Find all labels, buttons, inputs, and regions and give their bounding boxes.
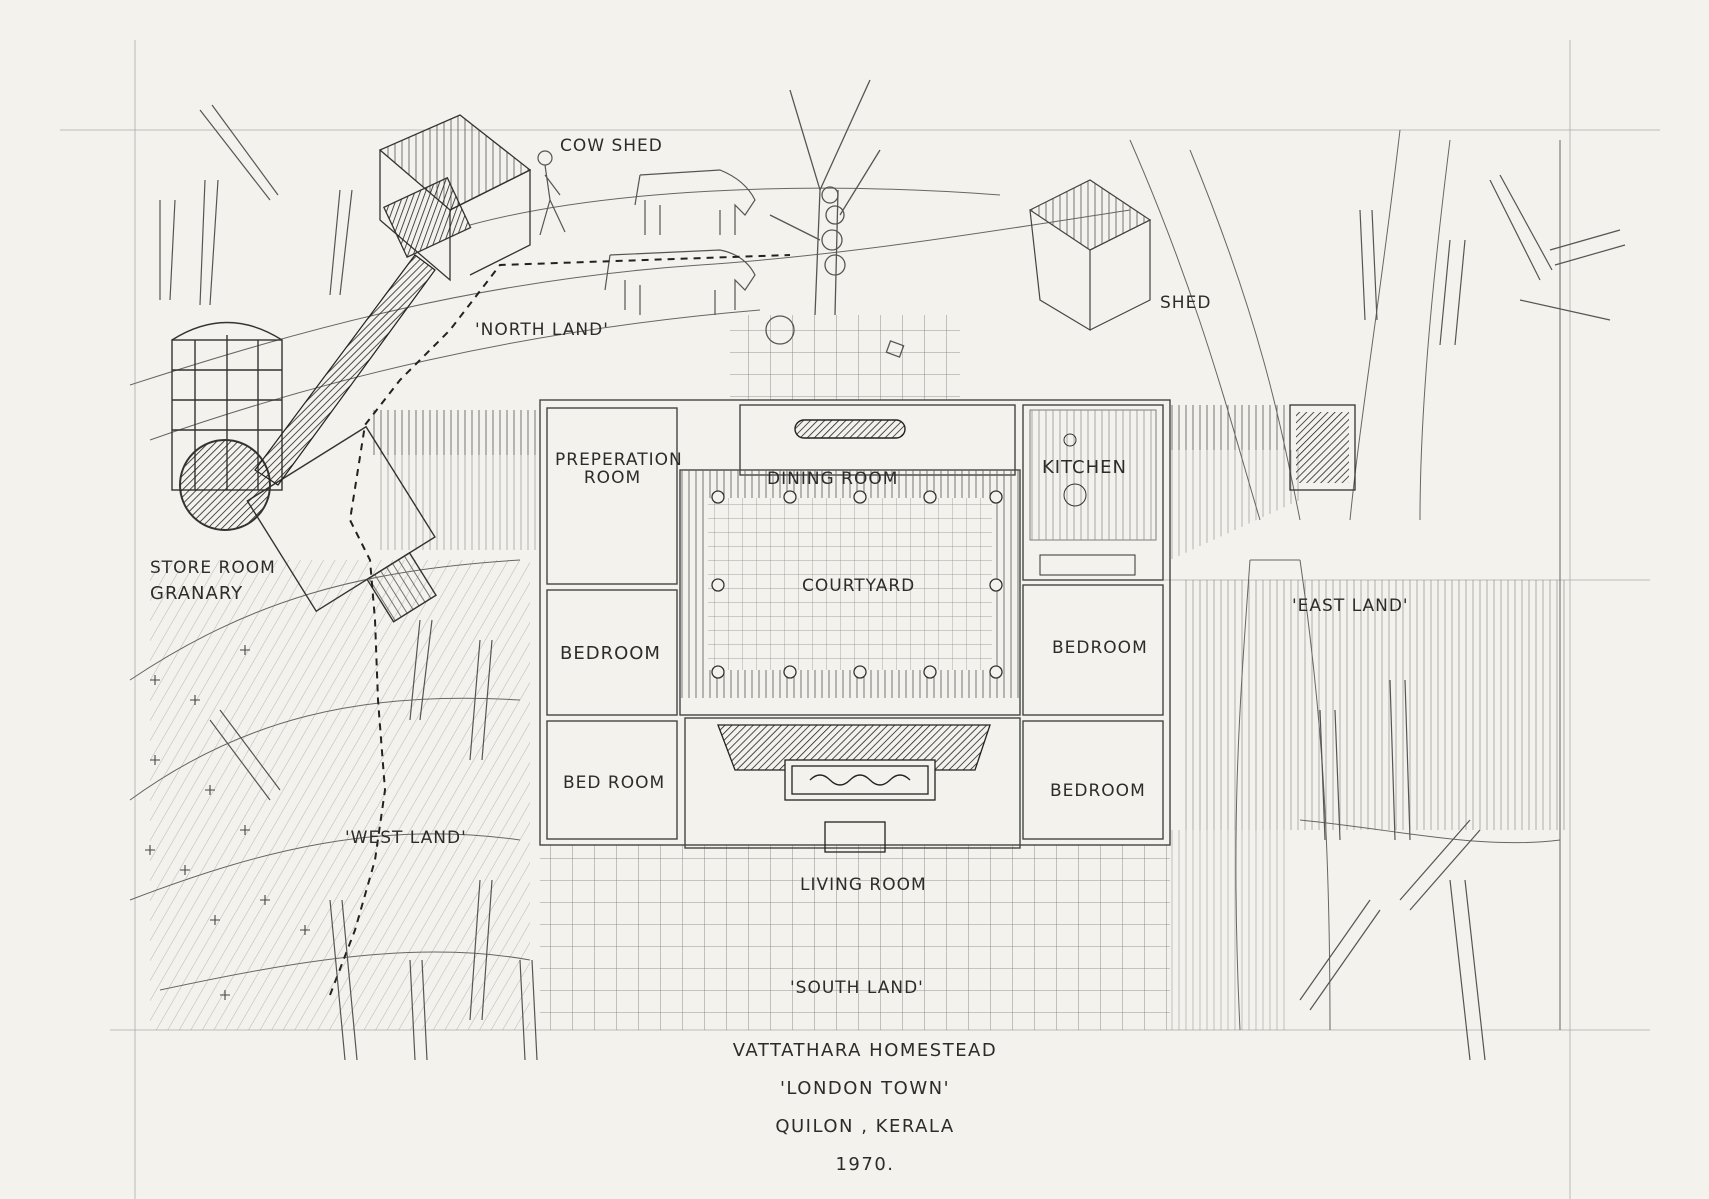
label-cow-shed: COW SHED xyxy=(560,136,663,156)
granary-tower xyxy=(171,321,283,531)
cows xyxy=(604,169,756,315)
title-line-3: QUILON , KERALA xyxy=(775,1116,955,1137)
title-line-1: VATTATHARA HOMESTEAD xyxy=(732,1040,998,1061)
courtyard-grid xyxy=(708,498,992,670)
person-figure xyxy=(537,150,566,236)
label-dining-room: DINING ROOM xyxy=(767,469,899,489)
east-land-hatch xyxy=(1180,580,1570,830)
title-block: VATTATHARA HOMESTEAD 'LONDON TOWN' QUILO… xyxy=(700,1040,1030,1192)
crop-marks xyxy=(145,645,310,1000)
west-land-hatch xyxy=(150,560,530,1030)
central-tree xyxy=(765,79,905,358)
label-west-land: 'WEST LAND' xyxy=(345,828,467,848)
dashed-path xyxy=(329,254,791,996)
label-north-land: 'NORTH LAND' xyxy=(475,320,609,340)
label-bedroom-east-upper: BEDROOM xyxy=(1052,638,1148,658)
label-bedroom-west-upper: BEDROOM xyxy=(560,643,661,664)
label-south-land: 'SOUTH LAND' xyxy=(790,978,924,998)
living-room-furniture xyxy=(717,724,991,853)
label-store-room: STORE ROOM xyxy=(150,558,276,578)
house-walls xyxy=(539,399,1171,849)
cow-shed-building xyxy=(378,114,532,282)
west-hatch-strip xyxy=(370,410,540,455)
south-land-grid xyxy=(540,845,1170,1030)
label-kitchen: KITCHEN xyxy=(1042,457,1127,478)
courtyard-pillars xyxy=(711,490,1003,679)
label-bedroom-east-lower: BEDROOM xyxy=(1050,781,1146,801)
label-east-land: 'EAST LAND' xyxy=(1292,596,1409,616)
east-shed-building xyxy=(1028,179,1152,332)
label-bedroom-west-lower: BED ROOM xyxy=(563,773,666,793)
conveyor-belt xyxy=(254,254,436,486)
north-yard-grid xyxy=(730,315,960,400)
label-living-room: LIVING ROOM xyxy=(800,875,927,895)
title-line-4: 1970. xyxy=(835,1154,895,1175)
dining-table xyxy=(794,419,906,439)
label-granary: GRANARY xyxy=(150,583,244,604)
label-preparation-room: PREPERATION ROOM xyxy=(555,450,683,488)
trees xyxy=(159,104,1626,1061)
store-room-block xyxy=(246,425,437,623)
label-shed: SHED xyxy=(1160,293,1212,313)
title-line-2: 'LONDON TOWN' xyxy=(779,1078,951,1099)
kitchen-floor xyxy=(1029,409,1157,576)
label-courtyard: COURTYARD xyxy=(802,576,916,596)
